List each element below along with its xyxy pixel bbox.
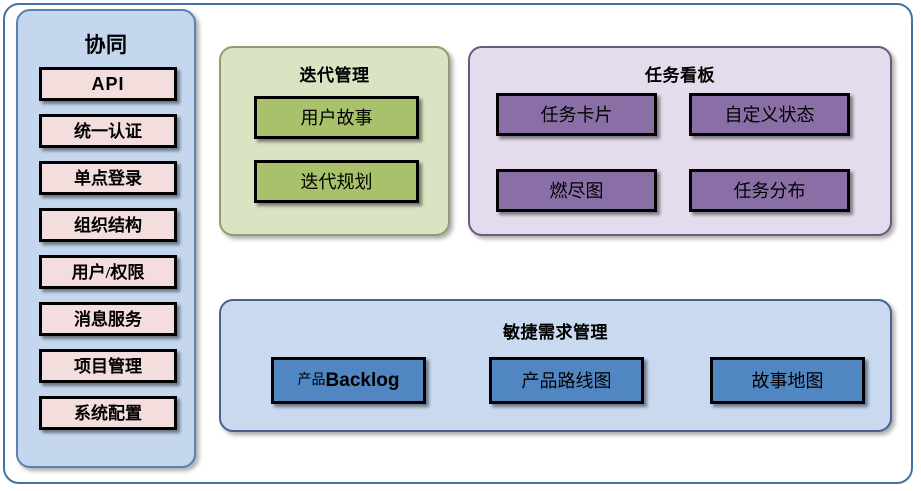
sidebar-item-system-config[interactable]: 系统配置 bbox=[39, 396, 177, 430]
sidebar-item-api[interactable]: API bbox=[39, 67, 177, 101]
node-task-card[interactable]: 任务卡片 bbox=[496, 93, 657, 136]
node-product-backlog-latin: Backlog bbox=[325, 370, 400, 391]
panel-iteration-management: 迭代管理 用户故事 迭代规划 bbox=[219, 46, 450, 236]
panel-agile-requirements-title: 敏捷需求管理 bbox=[503, 323, 608, 342]
node-iteration-planning[interactable]: 迭代规划 bbox=[254, 160, 419, 203]
node-task-distribution[interactable]: 任务分布 bbox=[689, 169, 850, 212]
node-user-story[interactable]: 用户故事 bbox=[254, 96, 419, 139]
node-story-map[interactable]: 故事地图 bbox=[710, 357, 865, 404]
sidebar-item-user-permission[interactable]: 用户/权限 bbox=[39, 255, 177, 289]
node-burndown-chart[interactable]: 燃尽图 bbox=[496, 169, 657, 212]
panel-task-board-title: 任务看板 bbox=[645, 66, 715, 85]
panel-collaboration: 协同 API 统一认证 单点登录 组织结构 用户/权限 消息服务 项目管理 系统… bbox=[16, 9, 196, 468]
node-custom-status[interactable]: 自定义状态 bbox=[689, 93, 850, 136]
sidebar-item-org-structure[interactable]: 组织结构 bbox=[39, 208, 177, 242]
panel-task-board: 任务看板 任务卡片 自定义状态 燃尽图 任务分布 bbox=[468, 46, 892, 236]
sidebar-item-message-service[interactable]: 消息服务 bbox=[39, 302, 177, 336]
sidebar-item-project-management[interactable]: 项目管理 bbox=[39, 349, 177, 383]
sidebar-item-sso[interactable]: 单点登录 bbox=[39, 161, 177, 195]
panel-collaboration-title: 协同 bbox=[84, 34, 128, 57]
sidebar-item-unified-auth[interactable]: 统一认证 bbox=[39, 114, 177, 148]
panel-iteration-management-title: 迭代管理 bbox=[299, 66, 370, 85]
node-product-roadmap[interactable]: 产品路线图 bbox=[489, 357, 644, 404]
node-product-backlog-cjk: 产品 bbox=[297, 372, 326, 388]
